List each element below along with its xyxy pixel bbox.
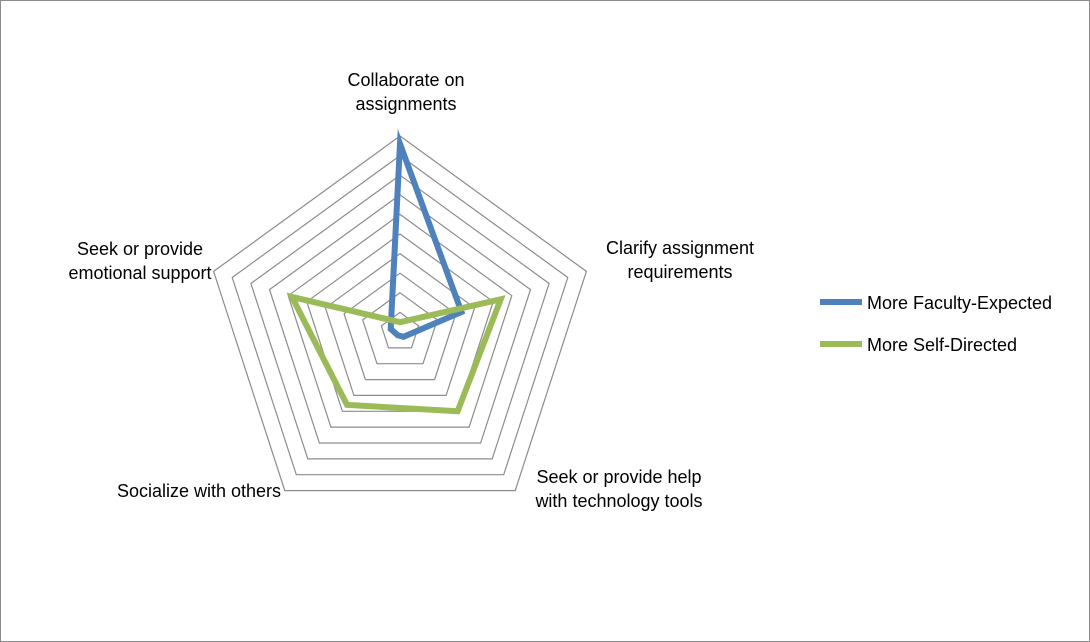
grid-ring-4	[324, 252, 476, 396]
grid-ring-1	[380, 311, 420, 349]
series-line-2	[286, 292, 506, 415]
grid-ring-3	[343, 272, 457, 381]
grid-ring-10	[212, 135, 588, 492]
legend-label-1: More Faculty-Expected	[867, 293, 1052, 313]
series-line-1	[387, 128, 466, 340]
radar-grid	[212, 135, 588, 492]
category-label-4: Socialize with others	[117, 481, 281, 501]
grid-ring-5	[306, 233, 494, 412]
grid-ring-6	[287, 213, 513, 428]
grid-ring-9	[231, 154, 569, 476]
legend-label-2: More Self-Directed	[867, 335, 1017, 355]
grid-ring-7	[268, 194, 532, 444]
grid-ring-8	[250, 174, 550, 460]
radar-series	[286, 128, 506, 415]
